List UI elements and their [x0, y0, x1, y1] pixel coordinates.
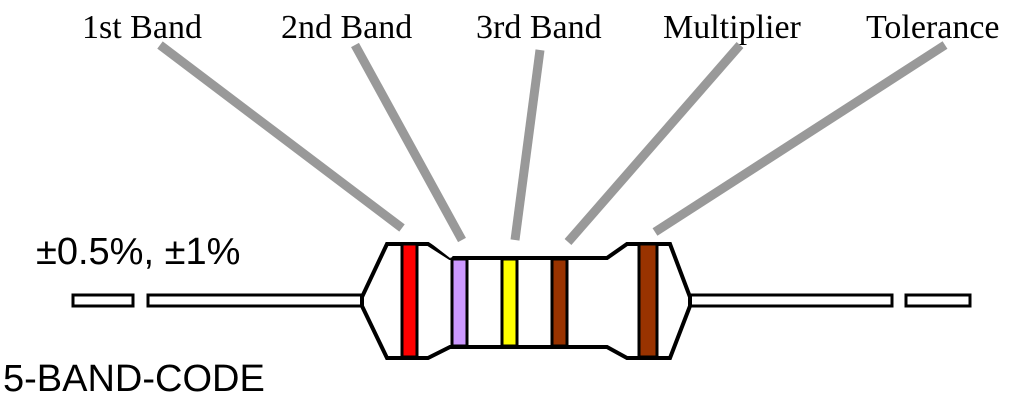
- lead-right: [688, 293, 894, 308]
- code-title: 5-BAND-CODE: [3, 358, 265, 400]
- pointer-1st-band: [157, 41, 405, 232]
- band-tolerance: [637, 242, 659, 359]
- lead-left-outer: [71, 293, 135, 308]
- pointer-2nd-band: [351, 42, 466, 243]
- lead-left: [146, 293, 364, 308]
- lead-right-outer: [904, 293, 972, 308]
- label-multiplier: Multiplier: [663, 9, 802, 46]
- label-tolerance: Tolerance: [866, 9, 1000, 46]
- body-gap: [428, 238, 454, 259]
- band-2: [450, 257, 469, 348]
- label-3rd-band: 3rd Band: [476, 9, 602, 46]
- band-multiplier: [550, 257, 569, 348]
- pointer-multiplier: [564, 42, 744, 245]
- pointer-tolerance: [652, 41, 948, 236]
- label-2nd-band: 2nd Band: [281, 9, 412, 46]
- band-3: [500, 257, 519, 348]
- band-1: [400, 242, 419, 359]
- tolerance-values: ±0.5%, ±1%: [36, 231, 240, 273]
- label-1st-band: 1st Band: [82, 9, 202, 46]
- pointer-3rd-band: [510, 49, 545, 241]
